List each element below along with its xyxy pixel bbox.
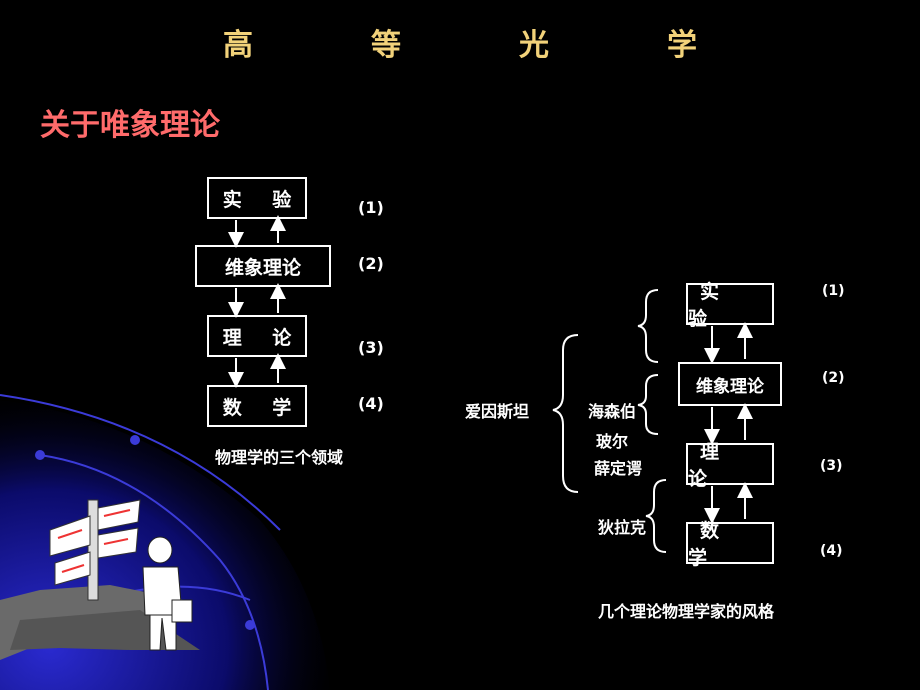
brace-heisenberg — [637, 374, 659, 435]
physicist-schrodinger: 薛定谔 — [594, 459, 643, 478]
right-label-3: (3) — [820, 458, 843, 474]
right-label-2: (2) — [822, 370, 845, 386]
left-label-2: (2) — [358, 254, 384, 273]
brace-einstein — [552, 334, 579, 493]
physicist-bohr: 玻尔 — [596, 432, 629, 451]
brace-einstein-top — [637, 289, 659, 363]
brace-dirac — [645, 479, 667, 553]
right-caption: 几个理论物理学家的风格 — [598, 602, 775, 621]
slide-subtitle: 关于唯象理论 — [40, 108, 220, 143]
left-label-4: (4) — [358, 394, 384, 413]
slide-title: 高 等 光 学 — [223, 28, 741, 63]
physicist-dirac: 狄拉克 — [598, 518, 647, 537]
physicist-einstein: 爱因斯坦 — [465, 402, 530, 421]
right-label-1: (1) — [822, 283, 845, 299]
right-box-mathematics: 数 学 — [686, 520, 774, 569]
left-box-theory: 理 论 — [207, 315, 307, 357]
left-caption: 物理学的三个领域 — [215, 448, 344, 467]
right-box-phenomenology: 维象理论 — [678, 362, 782, 406]
left-label-3: (3) — [358, 338, 384, 357]
right-label-4: (4) — [820, 543, 843, 559]
left-box-mathematics: 数 学 — [207, 385, 307, 427]
left-box-phenomenology: 维象理论 — [195, 245, 331, 287]
physicist-heisenberg: 海森伯 — [588, 402, 637, 421]
signpost-figure-illustration — [0, 499, 200, 660]
right-box-theory: 理 论 — [686, 441, 774, 490]
left-box-experiment: 实 验 — [207, 177, 307, 219]
left-label-1: (1) — [358, 198, 384, 217]
right-box-experiment: 实 验 — [686, 281, 774, 330]
